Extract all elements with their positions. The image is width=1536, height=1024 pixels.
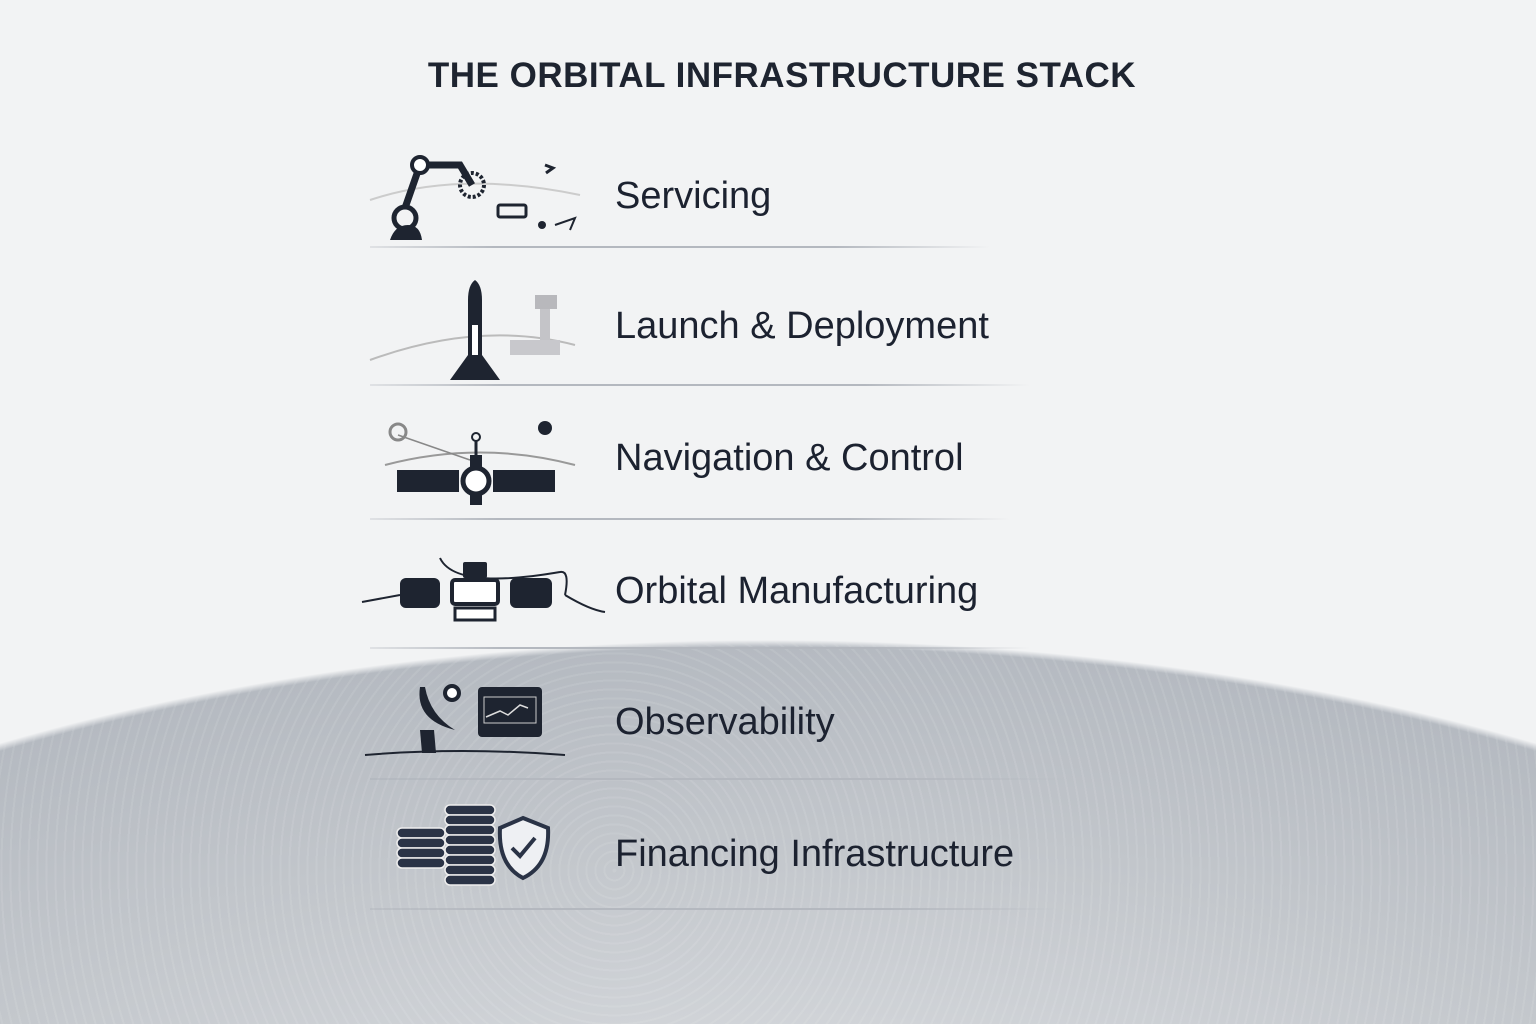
layer-financing: Financing Infrastructure	[360, 800, 1080, 930]
layer-label: Launch & Deployment	[615, 305, 989, 347]
coins-shield-icon	[396, 804, 551, 886]
rocket-icon	[369, 280, 576, 380]
layer-observability: Observability	[360, 675, 1080, 805]
divider	[370, 518, 1010, 520]
earth-horizon-background	[0, 640, 1536, 1024]
layer-label: Navigation & Control	[615, 437, 964, 479]
layer-launch: Launch & Deployment	[360, 275, 1080, 405]
layer-label: Observability	[615, 701, 835, 743]
space-station-icon	[361, 557, 606, 622]
divider	[370, 384, 1030, 386]
divider	[370, 908, 1060, 910]
divider	[370, 647, 1030, 649]
layer-servicing: Servicing	[360, 140, 1080, 270]
page-title: THE ORBITAL INFRASTRUCTURE STACK	[427, 56, 1137, 95]
layer-navigation: Navigation & Control	[360, 410, 1080, 540]
layer-label: Financing Infrastructure	[615, 833, 1015, 875]
divider	[370, 246, 990, 248]
robotic-arm-icon	[369, 155, 581, 240]
layer-manufacturing: Orbital Manufacturing	[360, 540, 1080, 670]
antenna-dashboard-icon	[364, 684, 566, 756]
divider	[370, 778, 1070, 780]
layer-label: Servicing	[615, 175, 772, 217]
satellite-icon	[384, 421, 576, 505]
layer-label: Orbital Manufacturing	[615, 570, 979, 612]
